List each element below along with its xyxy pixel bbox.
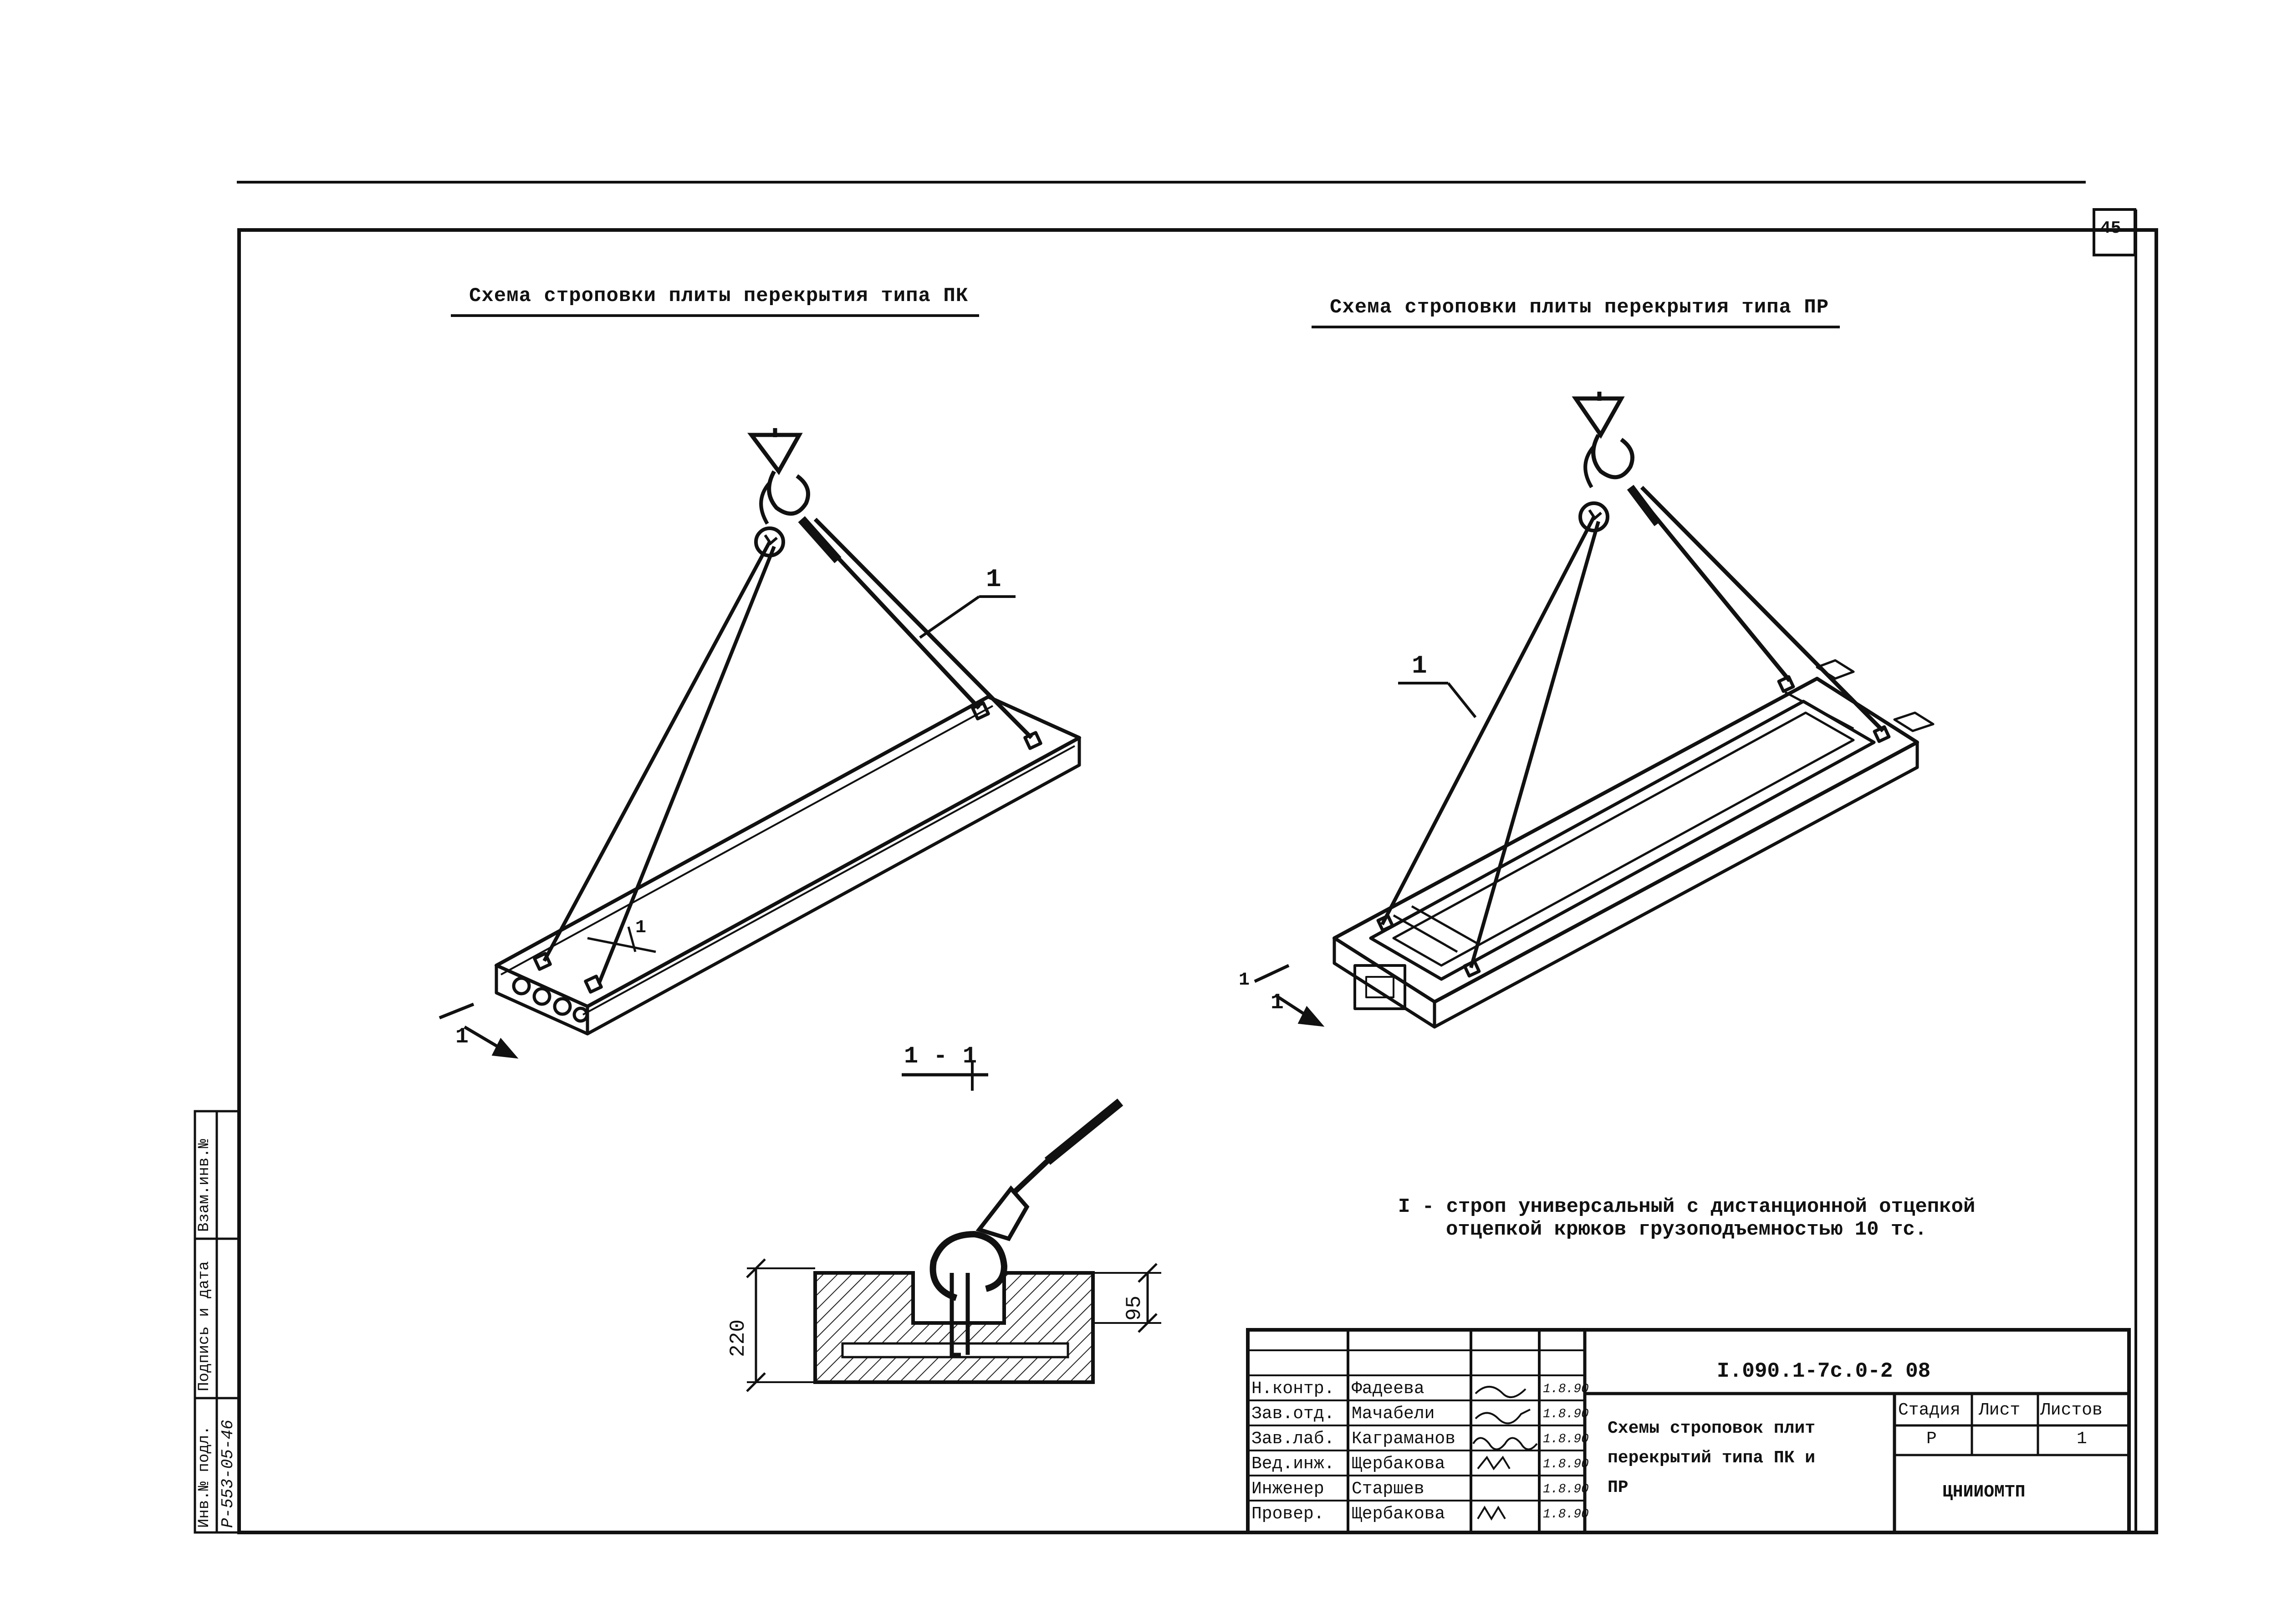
row-role: Н.контр. [1251, 1379, 1335, 1399]
sheets-value: 1 [2077, 1429, 2087, 1449]
row-date: 1.8.90 [1543, 1407, 1589, 1421]
page-number: 45 [2100, 219, 2121, 238]
callout-label-pk: 1 [986, 565, 1002, 594]
row-name: Каграманов [1352, 1429, 1456, 1449]
row-name: Щербакова [1352, 1454, 1445, 1474]
title-pk-underline [451, 314, 979, 317]
legend-line-1: I - строп универсальный с дистанционной … [1398, 1195, 1976, 1218]
row-date: 1.8.90 [1543, 1507, 1589, 1522]
row-role: Инженер [1251, 1479, 1324, 1499]
organization: ЦНИИОМТП [1942, 1482, 2026, 1502]
row-name: Щербакова [1352, 1504, 1445, 1524]
row-name: Фадеева [1352, 1379, 1424, 1399]
section-mark-pk-b: 1 [635, 918, 647, 938]
stamp-inv-value: Р-553-05-46 [219, 1420, 237, 1528]
row-date: 1.8.90 [1543, 1432, 1589, 1446]
title-pk-scheme: Схема строповки плиты перекрытия типа ПК [469, 285, 969, 307]
callout-pk [919, 595, 1016, 639]
slab-pr [1333, 659, 1935, 1029]
side-stamp [194, 1110, 240, 1534]
drawing-title-3: ПР [1608, 1478, 1629, 1497]
dim-220: 220 [726, 1319, 750, 1357]
row-date: 1.8.90 [1543, 1457, 1589, 1471]
row-role: Зав.отд. [1251, 1404, 1335, 1424]
section-label: 1 - 1 [904, 1043, 978, 1070]
row-role: Провер. [1251, 1504, 1324, 1524]
title-block [1246, 1328, 2131, 1534]
stamp-inv: Инв.№ подл. [196, 1425, 213, 1528]
drawing-title-2: перекрытий типа ПК и [1608, 1448, 1816, 1468]
slab-pk [495, 695, 1081, 1036]
section-detail [746, 1061, 1161, 1392]
callout-pr [1398, 682, 1477, 718]
section-arrow-right [1254, 964, 1325, 1027]
sheet-header: Лист [1979, 1400, 2021, 1420]
legend-line-2: отцепкой крюков грузоподъемностью 10 тс. [1446, 1218, 1927, 1241]
section-mark-pr-b: 1 [1239, 970, 1251, 991]
section-mark-pk-a: 1 [455, 1025, 469, 1049]
row-role: Зав.лаб. [1251, 1429, 1335, 1449]
row-date: 1.8.90 [1543, 1382, 1589, 1396]
section-mark-pr-a: 1 [1271, 991, 1284, 1015]
sling-pr [1380, 392, 1885, 969]
row-role: Вед.инж. [1251, 1454, 1335, 1474]
sheet-frame [237, 181, 2158, 1534]
section-arrow-left [439, 1002, 519, 1059]
row-date: 1.8.90 [1543, 1482, 1589, 1496]
stamp-replace-inv: Взам.инв.№ [196, 1139, 213, 1232]
stage-value: Р [1926, 1429, 1937, 1449]
sheets-header: Листов [2040, 1400, 2103, 1420]
drawing-title-1: Схемы строповок плит [1608, 1419, 1816, 1438]
row-name: Старшев [1352, 1479, 1424, 1499]
stamp-sign-date: Подпись и дата [196, 1261, 213, 1391]
title-pr-scheme: Схема строповки плиты перекрытия типа ПР [1330, 296, 1829, 319]
title-pr-underline [1312, 326, 1840, 328]
row-name: Мачабели [1352, 1404, 1435, 1424]
doc-code: I.090.1-7с.0-2 08 [1717, 1359, 1931, 1383]
sling-pk [542, 428, 1033, 985]
callout-label-pr: 1 [1412, 651, 1428, 680]
dim-95: 95 [1123, 1295, 1146, 1321]
stage-header: Стадия [1898, 1400, 1960, 1420]
